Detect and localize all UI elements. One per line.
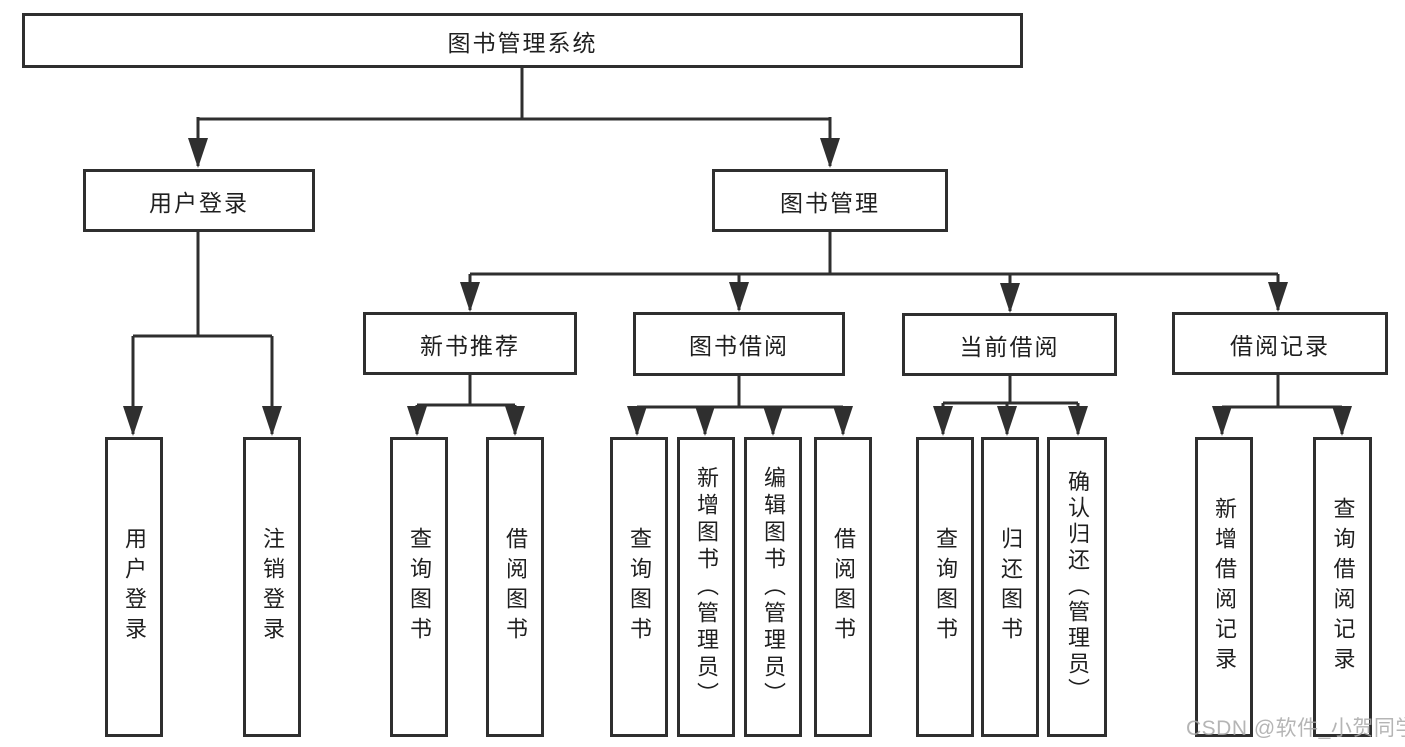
node-leaf-user-login: 用户登录 [105, 437, 163, 737]
node-leaf-add-books-admin: 新增图书（管理员） [677, 437, 735, 737]
node-leaf-add-books-admin-label: 新增图书（管理员） [694, 465, 719, 709]
connector-borrow-records-stem [1222, 375, 1342, 409]
node-leaf-query-books-3-label: 查询图书 [933, 527, 958, 647]
node-leaf-confirm-return-admin: 确认归还（管理员） [1047, 437, 1107, 737]
node-leaf-edit-books-admin: 编辑图书（管理员） [744, 437, 802, 737]
connector-user-login-stem [133, 232, 272, 338]
node-leaf-logout-label: 注销登录 [260, 527, 285, 647]
node-new-book-recommend-label: 新书推荐 [420, 332, 520, 359]
node-leaf-return-books: 归还图书 [981, 437, 1039, 737]
node-book-management: 图书管理 [712, 169, 948, 232]
node-leaf-query-books-3: 查询图书 [916, 437, 974, 737]
node-leaf-query-books-1: 查询图书 [390, 437, 448, 737]
node-leaf-user-login-label: 用户登录 [122, 527, 147, 647]
node-leaf-borrow-books-2-label: 借阅图书 [831, 527, 856, 647]
node-leaf-add-borrow-record-label: 新增借阅记录 [1212, 497, 1237, 677]
node-root-label: 图书管理系统 [447, 29, 598, 56]
node-leaf-query-books-1-label: 查询图书 [407, 527, 432, 647]
node-leaf-edit-books-admin-label: 编辑图书（管理员） [761, 465, 786, 709]
connector-new-book-rec-stem [417, 375, 515, 407]
node-leaf-query-books-2-label: 查询图书 [627, 527, 652, 647]
node-book-borrowing: 图书借阅 [633, 312, 845, 376]
node-root-system: 图书管理系统 [22, 13, 1023, 68]
node-book-management-label: 图书管理 [780, 189, 880, 216]
csdn-watermark: CSDN @软件_小贺同学 [1186, 717, 1405, 740]
connector-current-borrow-stem [943, 376, 1078, 405]
node-borrowing-records: 借阅记录 [1172, 312, 1388, 375]
connector-root-stem [198, 68, 830, 121]
node-leaf-query-borrow-record: 查询借阅记录 [1313, 437, 1372, 737]
node-leaf-confirm-return-admin-label: 确认归还（管理员） [1065, 470, 1090, 704]
node-borrowing-records-label: 借阅记录 [1230, 332, 1330, 359]
node-leaf-add-borrow-record: 新增借阅记录 [1195, 437, 1253, 737]
connector-book-mgmt-stem [470, 232, 1278, 276]
node-book-borrowing-label: 图书借阅 [689, 333, 789, 359]
node-leaf-borrow-books-2: 借阅图书 [814, 437, 872, 737]
node-leaf-return-books-label: 归还图书 [998, 527, 1023, 647]
node-current-borrowing: 当前借阅 [902, 313, 1117, 376]
node-new-book-recommend: 新书推荐 [363, 312, 577, 375]
node-leaf-logout: 注销登录 [243, 437, 301, 737]
node-user-login-label: 用户登录 [149, 189, 249, 216]
connector-book-borrow-stem [637, 376, 843, 409]
node-current-borrowing-label: 当前借阅 [959, 333, 1060, 360]
node-leaf-borrow-books-1: 借阅图书 [486, 437, 544, 737]
node-leaf-query-borrow-record-label: 查询借阅记录 [1330, 497, 1356, 677]
node-leaf-query-books-2: 查询图书 [610, 437, 668, 737]
node-user-login: 用户登录 [83, 169, 315, 232]
node-leaf-borrow-books-1-label: 借阅图书 [503, 527, 528, 647]
